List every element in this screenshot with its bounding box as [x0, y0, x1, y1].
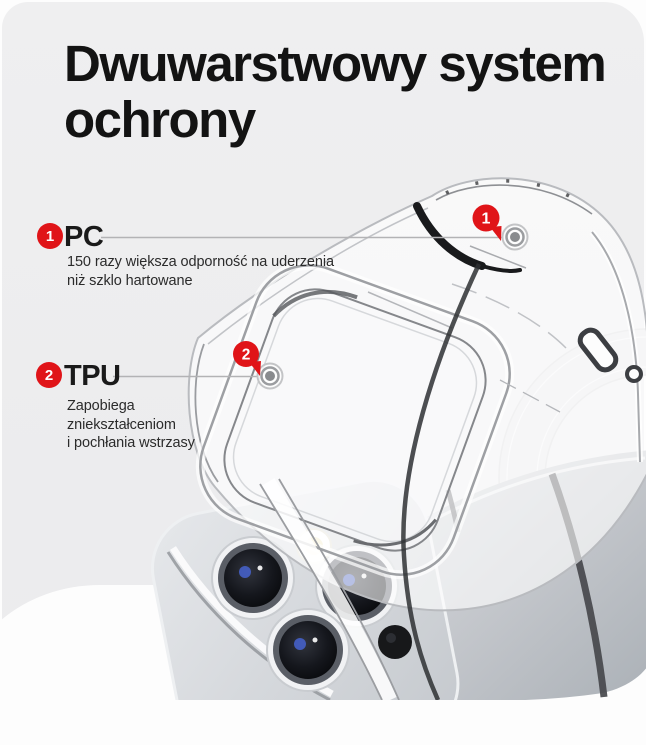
- section-description-pc: 150 razy większa odporność na uderzenia …: [67, 254, 334, 289]
- section-description-tpu: Zapobiega zniekształceniom i pochłania w…: [67, 398, 195, 452]
- section-label-pc: PC: [64, 221, 104, 253]
- section-badge-2: 2: [36, 362, 62, 388]
- page-title: Dwuwarstwowy system ochrony: [64, 35, 607, 149]
- section-badge-1: 1: [37, 223, 63, 249]
- photo-white-backdrop: [0, 585, 646, 745]
- section-label-tpu: TPU: [64, 360, 121, 392]
